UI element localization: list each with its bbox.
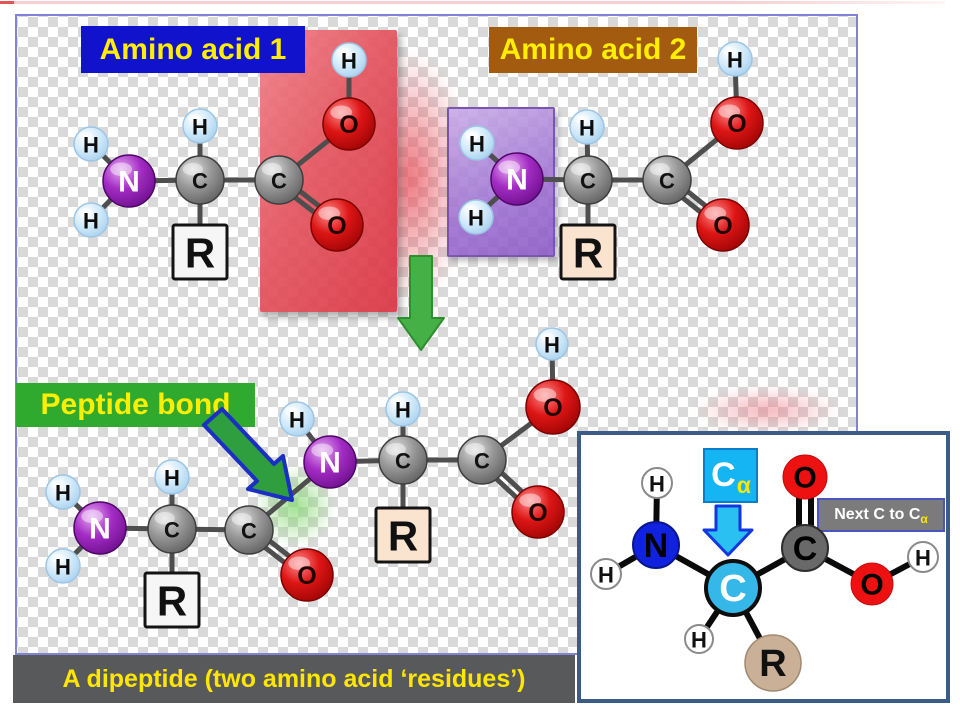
amino-acid-1-label: Amino acid 1 — [81, 26, 305, 73]
peptide-bond-glow — [250, 461, 340, 551]
amine-group-highlight — [447, 107, 555, 257]
amino-acid-2-label: Amino acid 2 — [489, 27, 697, 73]
peptide-bond-label: Peptide bond — [16, 383, 255, 427]
faded-pink-smudge — [693, 386, 841, 434]
caption-bar: A dipeptide (two amino acid ‘residues’) — [13, 655, 575, 703]
slide-top-edge-line — [0, 1, 945, 4]
c-alpha-inset-panel — [577, 431, 950, 703]
caption-text: A dipeptide (two amino acid ‘residues’) — [62, 664, 526, 693]
